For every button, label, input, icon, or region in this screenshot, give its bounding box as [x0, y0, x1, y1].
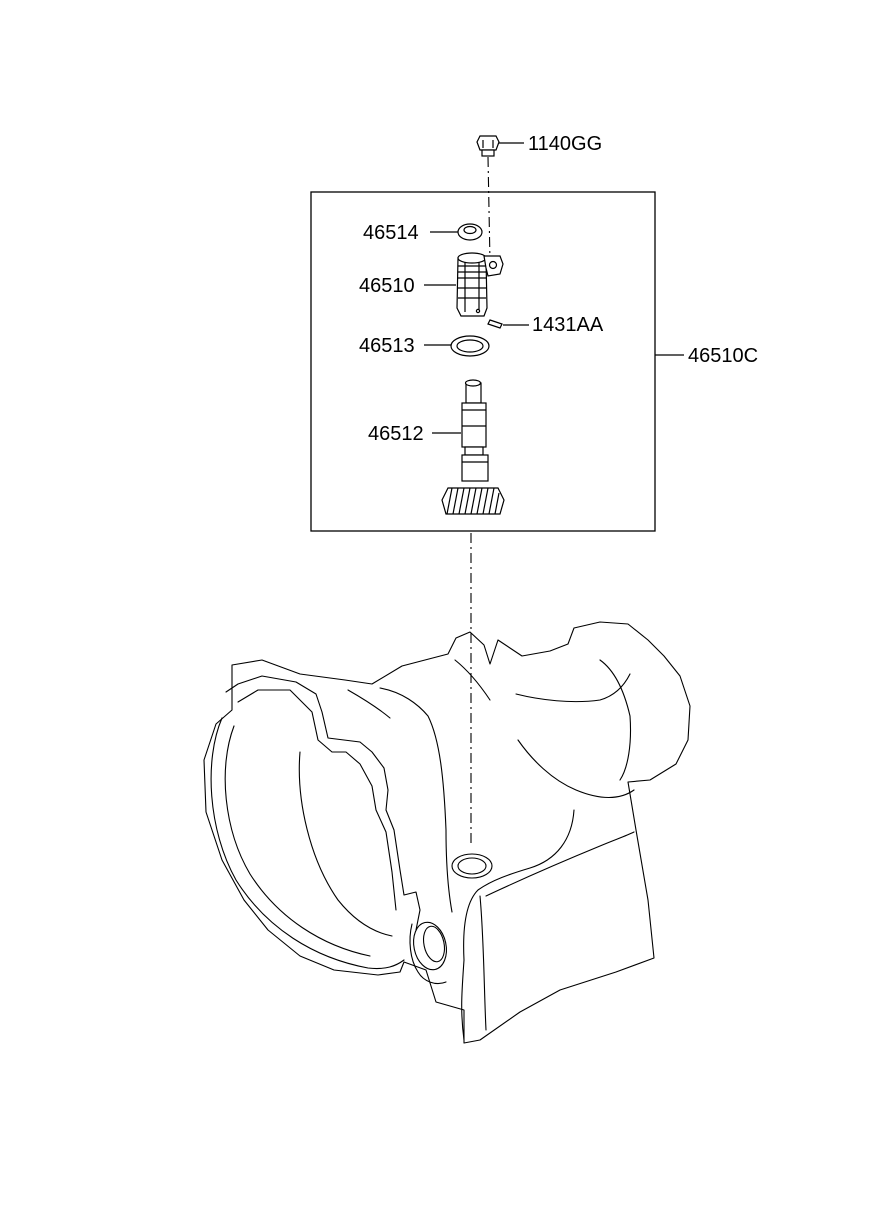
pin-part	[487, 319, 503, 329]
label-seal-nut: 46514	[363, 222, 419, 244]
seal-nut-part	[457, 223, 483, 241]
label-driven-gear: 46512	[368, 423, 424, 445]
sleeve-part	[456, 252, 504, 317]
label-pin: 1431AA	[532, 314, 604, 336]
o-ring-part	[450, 335, 490, 357]
label-o-ring: 46513	[359, 335, 415, 357]
bolt-axis	[487, 156, 491, 263]
label-sleeve: 46510	[359, 275, 415, 297]
assembly-box	[310, 191, 656, 532]
bolt-part	[476, 135, 500, 157]
label-bolt: 1140GG	[528, 133, 602, 155]
driven-gear-part	[441, 379, 505, 515]
transmission-housing	[203, 621, 691, 1044]
label-assembly: 46510C	[688, 345, 758, 367]
